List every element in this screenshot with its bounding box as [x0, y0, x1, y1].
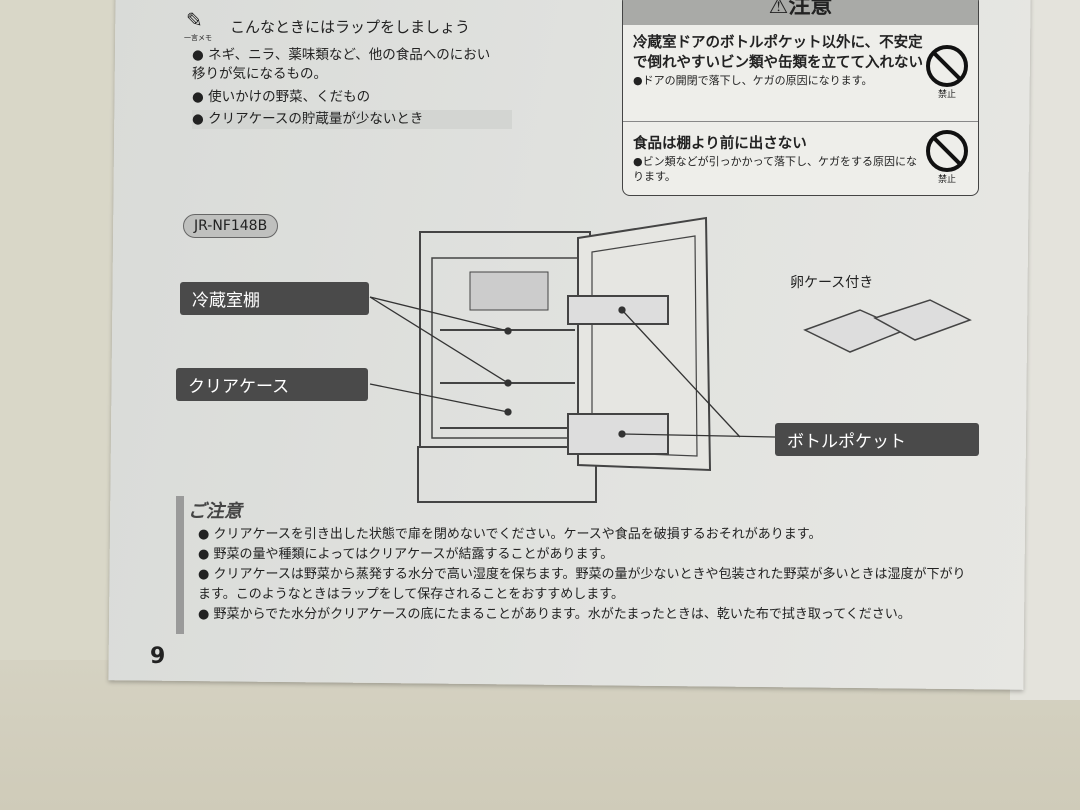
warning-header: ⚠注意 — [623, 0, 978, 25]
label-egg-case: 卵ケース付き — [790, 275, 874, 291]
warning-box: ⚠注意 冷蔵室ドアのボトルポケット以外に、不安定で倒れやすいビン類や缶類を立てて… — [622, 0, 979, 196]
memo-caption: 一言メモ — [184, 34, 212, 42]
memo-item: ● クリアケースの貯蔵量が少ないとき — [192, 110, 512, 129]
model-badge: JR-NF148B — [183, 214, 279, 238]
caution-item: ● クリアケースを引き出した状態で扉を閉めないでください。ケースや食品を破損する… — [198, 527, 822, 542]
label-bottle-pocket: ボトルポケット — [775, 423, 979, 456]
egg-case-icon — [803, 299, 972, 353]
page-number: 9 — [150, 644, 166, 669]
memo-title: こんなときにはラップをしましょう — [230, 18, 471, 36]
label-shelf: 冷蔵室棚 — [180, 282, 369, 315]
memo-item: ● ネギ、ニラ、薬味類など、他の食品へのにおい移りが気になるもの。 — [192, 47, 491, 82]
warning-triangle-icon: ⚠ — [768, 0, 789, 19]
warning-title: 冷蔵室ドアのボトルポケット以外に、不安定で倒れやすいビン類や缶類を立てて入れない — [633, 35, 923, 71]
memo-item: ● 使いかけの野菜、くだもの — [192, 89, 371, 105]
caution-bar — [176, 496, 184, 634]
caution-title: ご注意 — [188, 501, 242, 522]
fridge-door — [577, 216, 712, 472]
prohibited-icon: 禁止 — [926, 45, 968, 100]
warning-detail: ●ドアの開閉で落下し、ケガの原因になります。 — [633, 74, 873, 87]
fridge-body — [419, 231, 591, 448]
warning-title: 食品は棚より前に出さない — [633, 136, 807, 152]
caution-item: ● クリアケースは野菜から蒸発する水分で高い湿度を保ちます。野菜の量が少ないとき… — [198, 567, 966, 602]
prohibited-icon: 禁止 — [926, 130, 968, 185]
caution-item: ● 野菜の量や種類によってはクリアケースが結露することがあります。 — [198, 547, 614, 562]
warning-detail: ●ビン類などが引っかかって落下し、ケガをする原因になります。 — [633, 155, 918, 183]
memo-icon: ✎ — [186, 8, 203, 32]
label-clear-case: クリアケース — [176, 368, 368, 401]
caution-item: ● 野菜からでた水分がクリアケースの底にたまることがあります。水がたまったときは… — [198, 607, 911, 622]
caution-list: ● クリアケースを引き出した状態で扉を閉めないでください。ケースや食品を破損する… — [198, 525, 978, 625]
